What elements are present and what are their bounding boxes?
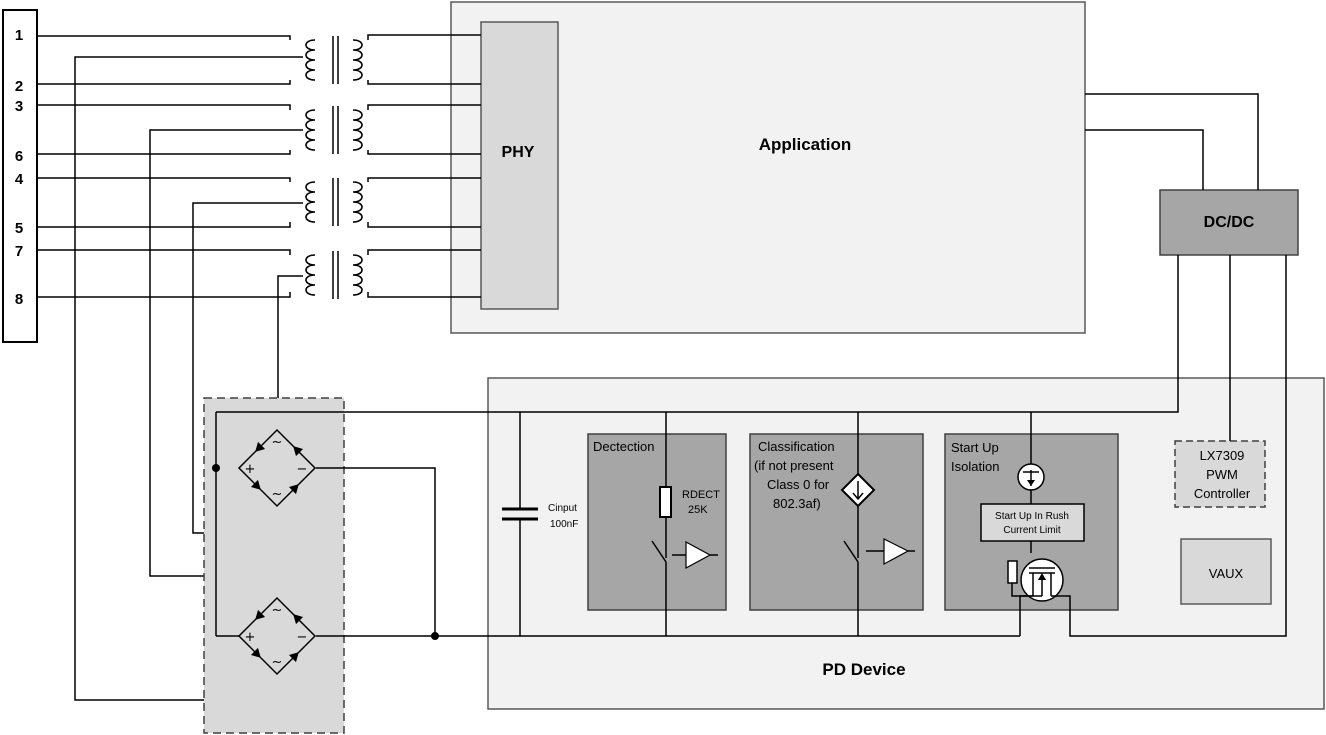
pwm-line: PWM [1206,467,1238,482]
rdect-resistor [659,486,672,518]
pin-label: 1 [15,27,23,44]
transformer-coil [352,109,363,151]
connector-pin-labels: 1 2 3 6 4 5 7 8 [15,27,24,308]
diode [288,652,299,663]
detection-switch [651,540,718,636]
pin-label: 7 [15,243,23,260]
classification-text: Classification (if not present Class 0 f… [754,439,835,511]
diode [255,609,266,620]
transformer [305,251,363,299]
bridge-terminal-symbol: ~ [272,435,283,450]
transformer [305,178,363,226]
cinput-capacitor [502,412,538,636]
bridge-rectifier-area [203,397,345,734]
pin-label: 6 [15,148,23,165]
classification-line: (if not present [754,458,834,473]
power-rail-wires [212,255,1231,640]
pwm-controller-block [1174,440,1266,508]
pwm-line: Controller [1194,486,1251,501]
classification-block [749,433,924,611]
pin-label: 8 [15,291,23,308]
detection-title: Dectection [593,439,654,454]
bridge-terminal-symbol: + [245,630,256,645]
pd-device-label: PD Device [822,660,905,679]
transformer-coil [305,254,316,296]
startup-title-line: Isolation [951,459,999,474]
vaux-block [1180,538,1272,605]
transformer-coil [352,254,363,296]
detection-block [587,433,727,611]
classification-line: Classification [758,439,835,454]
diode [293,446,304,457]
pin-label: 5 [15,220,23,237]
bridge-terminal-symbol: ~ [272,603,283,618]
transformer [305,106,363,154]
diode [293,614,304,625]
diode [250,479,261,490]
pwm-controller-text: LX7309 PWM Controller [1194,448,1251,501]
phy-block [480,21,559,310]
rdect-value: 25K [688,504,708,516]
pwm-line: LX7309 [1200,448,1245,463]
transformer-coil [352,39,363,81]
pin-label: 4 [15,171,24,188]
data-pair-wires [37,34,481,298]
pin-label: 3 [15,98,23,115]
classification-line: Class 0 for [767,477,830,492]
bridge-terminal-symbol: − [297,462,308,477]
startup-mosfet [1007,255,1287,637]
diode [255,441,266,452]
rdect-label: RDECT [682,489,720,501]
cinput-value: 100nF [550,519,578,530]
bridge-terminal-symbol: ~ [272,655,283,670]
classification-line: 802.3af) [773,496,821,511]
transformer-coil [305,109,316,151]
pin-label: 2 [15,78,23,95]
bridge-terminal-symbol: + [245,462,256,477]
diode [250,647,261,658]
startup-current-source [1017,463,1045,491]
classification-switch [843,506,915,636]
rj45-connector [2,9,38,343]
inrush-limit-line: Start Up In Rush [995,511,1069,522]
diode [288,484,299,495]
application-label: Application [759,135,852,154]
bridge-terminal-symbol: − [297,630,308,645]
bridge-rectifiers: ~~+−~~+− [237,428,317,676]
application-to-dcdc-wires [1085,93,1259,190]
startup-title-line: Start Up [951,440,999,455]
transformer-coil [352,181,363,223]
phy-label: PHY [502,144,535,161]
bridge-rectifier: ~ ~ + − [237,596,317,676]
transformer-coil [305,39,316,81]
transformer-coil [305,181,316,223]
inrush-limit-box [980,503,1085,542]
dcdc-label: DC/DC [1204,214,1255,231]
cinput-label: Cinput [548,503,577,514]
inrush-limit-line: Current Limit [1003,525,1060,536]
bridge-rectifier: ~ ~ + − [237,428,317,508]
isolation-transformers [305,36,363,299]
transformer [305,36,363,84]
vaux-label: VAUX [1209,566,1244,581]
dcdc-block [1159,189,1299,256]
bridge-terminal-symbol: ~ [272,487,283,502]
